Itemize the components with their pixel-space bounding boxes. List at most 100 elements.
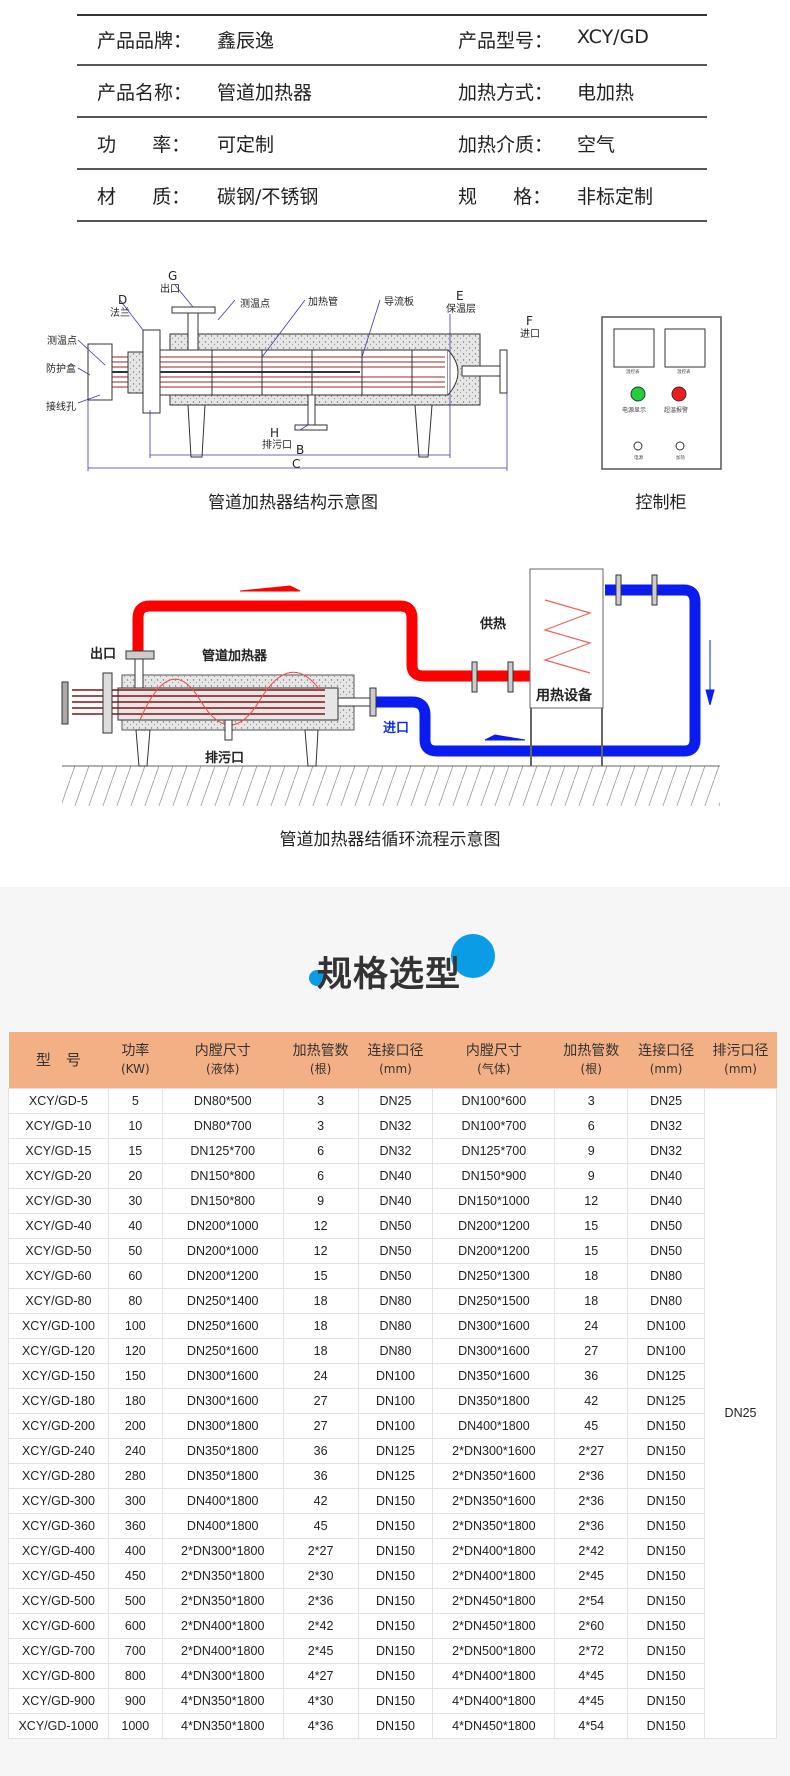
label-g: G xyxy=(168,269,177,283)
heat-switch-icon xyxy=(675,441,685,451)
table-cell: DN150 xyxy=(357,1662,434,1689)
table-cell: 300 xyxy=(107,1487,163,1514)
header-unit: (气体) xyxy=(477,1061,511,1076)
table-cell: DN250*1400 xyxy=(161,1287,284,1314)
table-cell: 18 xyxy=(282,1312,359,1339)
table-cell: DN350*1600 xyxy=(432,1362,556,1389)
table-cell: DN32 xyxy=(357,1137,434,1164)
table-cell: DN400*1800 xyxy=(432,1412,556,1439)
table-cell: XCY/GD-60 xyxy=(8,1262,109,1289)
table-cell: DN100 xyxy=(357,1387,434,1414)
label-c: C xyxy=(292,457,300,471)
table-cell: 2*36 xyxy=(554,1512,629,1539)
table-cell: 4*36 xyxy=(282,1712,359,1739)
table-cell: 24 xyxy=(282,1362,359,1389)
table-cell: 12 xyxy=(554,1187,629,1214)
table-cell: 360 xyxy=(107,1512,163,1539)
table-cell: DN80*700 xyxy=(161,1112,284,1139)
table-cell: 500 xyxy=(107,1587,163,1614)
table-cell: 36 xyxy=(282,1462,359,1489)
table-cell: DN80 xyxy=(357,1312,434,1339)
spec-row: 功 率： 可定制 加热介质： 空气 xyxy=(77,118,707,170)
spec-value: 电加热 xyxy=(577,82,635,104)
table-cell: 45 xyxy=(282,1512,359,1539)
spec-label: 产品名称： xyxy=(97,82,193,104)
table-cell: 150 xyxy=(107,1362,163,1389)
table-cell: XCY/GD-280 xyxy=(8,1462,109,1489)
table-cell: DN200*1200 xyxy=(161,1262,284,1289)
table-cell: XCY/GD-20 xyxy=(8,1162,109,1189)
flow-diagram: 出口 管道加热器 供热 用热设备 进口 排污口 xyxy=(61,568,720,806)
header-unit: (液体) xyxy=(206,1061,240,1076)
spec-row: 产品名称： 管道加热器 加热方式： 电加热 xyxy=(77,66,707,118)
label-temp-point-top: 测温点 xyxy=(240,297,270,310)
table-cell: 2*72 xyxy=(554,1637,629,1664)
table-cell: XCY/GD-10 xyxy=(8,1112,109,1139)
table-cell: DN150 xyxy=(357,1687,434,1714)
table-cell: 2*DN450*1800 xyxy=(432,1612,556,1639)
meter2-label: 温控表 xyxy=(677,368,691,375)
table-cell: DN100 xyxy=(357,1362,434,1389)
table-cell: DN300*1600 xyxy=(432,1337,556,1364)
table-cell: DN150 xyxy=(357,1487,434,1514)
table-cell: DN250*1300 xyxy=(432,1262,556,1289)
section-title: 规格选型 xyxy=(317,955,462,995)
table-cell: 100 xyxy=(107,1312,163,1339)
header-unit: (mm) xyxy=(379,1061,412,1076)
spec-row: 产品品牌： 鑫辰逸 产品型号： XCY/GD xyxy=(77,14,707,66)
table-cell: 2*45 xyxy=(282,1637,359,1664)
table-cell: DN300*1600 xyxy=(161,1362,284,1389)
table-cell: 18 xyxy=(554,1262,629,1289)
table-cell: 4*45 xyxy=(554,1687,629,1714)
table-cell: XCY/GD-40 xyxy=(8,1212,109,1239)
label-inlet: 进口 xyxy=(520,328,540,340)
table-cell: DN80 xyxy=(357,1287,434,1314)
table-cell: 200 xyxy=(107,1412,163,1439)
table-cell: 2*54 xyxy=(554,1587,629,1614)
table-cell: XCY/GD-300 xyxy=(8,1487,109,1514)
table-cell: 2*36 xyxy=(282,1587,359,1614)
label-heating-tube: 加热管 xyxy=(308,295,338,308)
spec-value: XCY/GD xyxy=(577,26,649,48)
label-temp-point-left: 测温点 xyxy=(47,334,77,347)
spec-row: 材 质： 碳钢/不锈钢 规 格： 非标定制 xyxy=(77,170,707,222)
flow-label-inlet: 进口 xyxy=(383,721,409,736)
table-cell: 50 xyxy=(107,1237,163,1264)
table-cell: DN350*1800 xyxy=(161,1462,284,1489)
table-cell: 45 xyxy=(554,1412,629,1439)
column-header: 连接口径(mm) xyxy=(627,1032,705,1088)
label-baffle: 导流板 xyxy=(384,295,414,308)
flow-label-outlet: 出口 xyxy=(90,646,116,662)
table-cell: DN350*1800 xyxy=(161,1437,284,1464)
heater-body xyxy=(77,284,508,471)
spec-value: 管道加热器 xyxy=(217,82,313,104)
label-drain: 排污口 xyxy=(262,438,292,451)
header-title: 加热管数 xyxy=(563,1042,620,1059)
table-cell: XCY/GD-80 xyxy=(8,1287,109,1314)
table-cell: 180 xyxy=(107,1387,163,1414)
table-cell: DN300*1600 xyxy=(432,1312,556,1339)
table-cell: XCY/GD-150 xyxy=(8,1362,109,1389)
flow-caption: 管道加热器结循环流程示意图 xyxy=(279,830,501,850)
table-cell: DN300*1800 xyxy=(161,1412,284,1439)
table-cell: 280 xyxy=(107,1462,163,1489)
table-cell: XCY/GD-120 xyxy=(8,1337,109,1364)
column-header: 内膛尺寸(液体) xyxy=(162,1032,284,1088)
header-unit: (根) xyxy=(580,1061,602,1076)
column-header: 加热管数 (根) xyxy=(554,1032,628,1088)
table-cell: DN40 xyxy=(357,1162,434,1189)
table-cell: 15 xyxy=(554,1237,629,1264)
table-cell: XCY/GD-900 xyxy=(8,1687,109,1714)
table-cell: 2*DN350*1800 xyxy=(161,1587,284,1614)
column-header: 功率(KW) xyxy=(108,1032,163,1088)
spec-value: 非标定制 xyxy=(577,186,654,208)
header-unit: (mm) xyxy=(724,1061,757,1076)
header-title: 型 号 xyxy=(35,1050,81,1069)
table-cell: 2*DN450*1800 xyxy=(432,1587,556,1614)
